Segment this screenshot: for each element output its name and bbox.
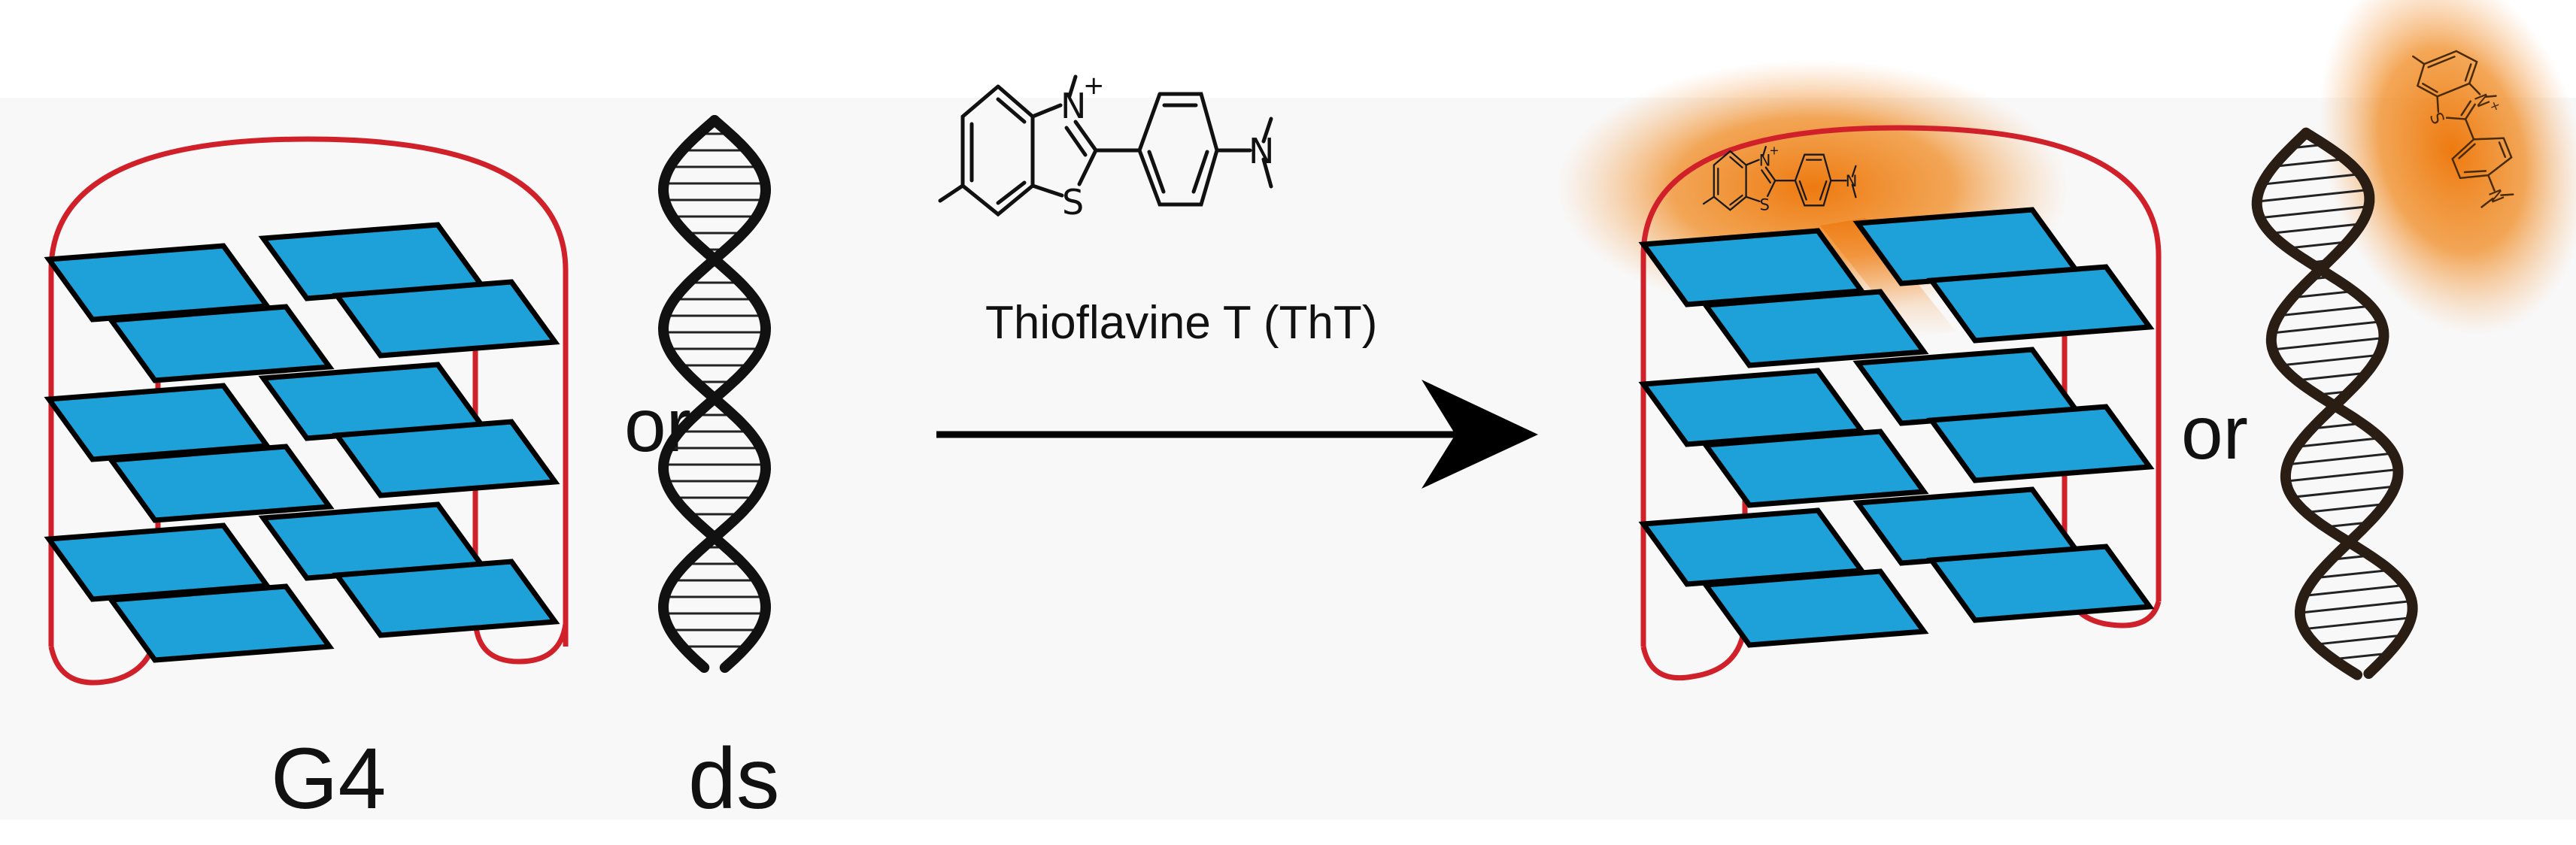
guanine-quartet-plate [1926,544,2155,623]
base-pair-rung [2271,223,2362,235]
g-quadruplex-bound [1638,125,2162,681]
dna-backbone-strand [657,115,772,673]
base-pair-rung [2304,583,2405,597]
base-pair-rung [2271,320,2381,335]
guanine-quartet-plate [332,559,560,638]
guanine-quartet-plate [1926,264,2155,344]
base-pair-rung [2314,568,2390,580]
base-pair-rung [2259,205,2369,220]
base-pair-rung [2272,336,2384,351]
ds-label: ds [688,731,779,827]
dna-backbone-strand [657,115,772,673]
g4-label: G4 [271,731,386,827]
arrowhead-icon [1422,380,1538,489]
base-pair-rung [2299,600,2412,614]
base-pair-rung [2287,452,2393,466]
base-pair-rung [2256,189,2368,203]
guanine-quartet-plate [1701,429,1929,508]
base-pair-rung [2296,371,2367,382]
base-pair-rung [2305,503,2386,514]
guanine-quartet-plate [106,444,335,523]
base-pair-rung [2280,353,2379,367]
binding-glow-band [1820,218,1956,338]
guanine-quartet-plate [106,304,335,383]
base-pair-rung [2278,304,2371,317]
ds-dna-bound [2251,127,2418,680]
base-pair-rung [2296,437,2381,448]
fluorescence-glow-dna [2319,0,2576,335]
base-pair-rung [2311,422,2362,430]
base-pair-rung [2262,173,2360,186]
guanine-quartet-plate [1701,568,1929,648]
base-pair-rung [2315,634,2404,646]
base-pair-rung [2292,289,2354,299]
loop-right [472,331,569,665]
guanine-quartet-plate [332,419,560,498]
guanine-quartet-plate [1926,404,2155,483]
reagent-label: Thioflavine T (ThT) [985,297,1377,349]
guanine-quartet-plate [1701,289,1929,368]
base-pair-rung [2287,241,2348,250]
base-pair-rung [2292,485,2395,498]
base-pair-rung [2333,652,2389,661]
loop-outer [1640,125,2162,647]
or-label-right: or [2181,391,2248,475]
ds-dna-left [657,115,772,673]
base-pair-rung [2273,158,2345,168]
guanine-quartet-plate [332,279,560,359]
base-pair-rung [2286,468,2399,483]
dna-backbone-strand [2251,127,2418,680]
g-quadruplex-left [44,136,569,686]
guanine-quartet-plate [106,583,335,663]
base-pair-rung [2304,616,2412,631]
loop-outer [48,136,569,647]
